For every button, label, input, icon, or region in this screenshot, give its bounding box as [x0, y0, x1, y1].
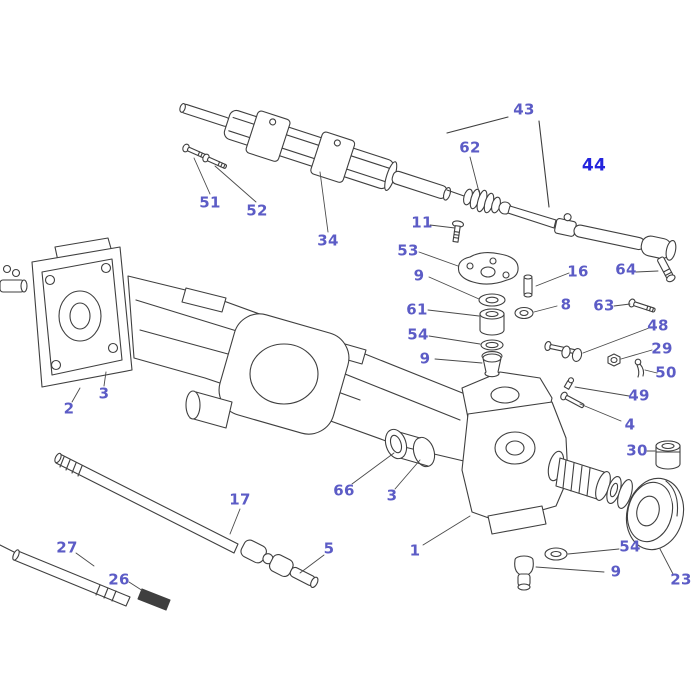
linkage-small-parts-drawing	[544, 341, 645, 409]
part-label-54-15[interactable]: 54	[407, 325, 429, 344]
part-label-26-32[interactable]: 26	[108, 570, 130, 589]
lower-shaft-drawing	[0, 544, 171, 611]
part-label-53-7[interactable]: 53	[397, 241, 419, 260]
part-label-50-18[interactable]: 50	[655, 363, 677, 382]
axle-support-drawing	[31, 237, 133, 388]
part-label-51-3[interactable]: 51	[199, 193, 221, 212]
bushing-30-drawing	[655, 440, 681, 470]
bellows-drawing	[446, 188, 557, 229]
part-label-9-31[interactable]: 9	[610, 562, 622, 581]
part-label-66-24[interactable]: 66	[333, 481, 355, 500]
part-label-44-2[interactable]: 44	[581, 155, 607, 176]
part-label-54-27[interactable]: 54	[619, 537, 641, 556]
cover-plate-53-drawing	[457, 251, 519, 285]
drive-shaft-drawing	[54, 452, 319, 588]
pin-4-drawing	[560, 391, 585, 409]
part-label-23-33[interactable]: 23	[670, 570, 692, 589]
part-label-52-4[interactable]: 52	[246, 201, 268, 220]
part-label-11-5[interactable]: 11	[411, 213, 433, 232]
part-label-63-12[interactable]: 63	[593, 296, 615, 315]
leader-lines	[71, 156, 674, 592]
assembly-43-bracket	[446, 116, 550, 208]
washer-8-drawing	[514, 306, 534, 320]
part-label-61-13[interactable]: 61	[406, 300, 428, 319]
nut-29-drawing	[607, 353, 621, 367]
part-label-34-6[interactable]: 34	[317, 231, 339, 250]
part-label-8-11[interactable]: 8	[560, 295, 572, 314]
part-label-4-22[interactable]: 4	[624, 415, 636, 434]
part-label-5-29[interactable]: 5	[323, 539, 335, 558]
part-label-3-25[interactable]: 3	[386, 486, 398, 505]
bushing-66-drawing	[384, 428, 436, 468]
part-label-30-23[interactable]: 30	[626, 441, 648, 460]
part-label-16-9[interactable]: 16	[567, 262, 589, 281]
knuckle-housing-drawing	[461, 371, 569, 535]
part-label-3-19[interactable]: 3	[98, 384, 110, 403]
clamp-bolts-drawing	[182, 143, 227, 169]
part-label-27-28[interactable]: 27	[56, 538, 78, 557]
steering-cylinder-drawing	[179, 103, 452, 201]
ball-joint-drawing	[514, 555, 534, 591]
kingpin-stack-drawing	[478, 293, 506, 378]
part-label-9-17[interactable]: 9	[419, 349, 431, 368]
part-label-29-16[interactable]: 29	[651, 339, 673, 358]
pivot-pin-parts-drawing	[0, 264, 28, 293]
part-label-9-10[interactable]: 9	[413, 266, 425, 285]
ball-stud-64-drawing	[657, 256, 676, 283]
u-joint-5-drawing	[240, 539, 319, 588]
part-label-62-1[interactable]: 62	[459, 138, 481, 157]
part-label-49-20[interactable]: 49	[628, 386, 650, 405]
cotter-pin-50-drawing	[634, 358, 645, 378]
lower-seal-drawing	[544, 547, 568, 561]
part-label-17-26[interactable]: 17	[229, 490, 251, 509]
bolt-11-drawing	[451, 220, 465, 243]
tie-rod-44-drawing	[554, 213, 677, 261]
grease-fitting-49-drawing	[563, 377, 575, 390]
pin-16-drawing	[523, 274, 533, 298]
bolt-63-drawing	[628, 298, 656, 313]
part-label-43-0[interactable]: 43	[513, 100, 535, 119]
part-label-2-21[interactable]: 2	[63, 399, 75, 418]
part-label-48-14[interactable]: 48	[647, 316, 669, 335]
part-label-64-8[interactable]: 64	[615, 260, 637, 279]
part-label-1-30[interactable]: 1	[409, 541, 421, 560]
hub-shaft-drawing	[555, 457, 633, 509]
hub-flange-drawing	[625, 477, 685, 551]
axle-beam-drawing	[127, 275, 471, 463]
